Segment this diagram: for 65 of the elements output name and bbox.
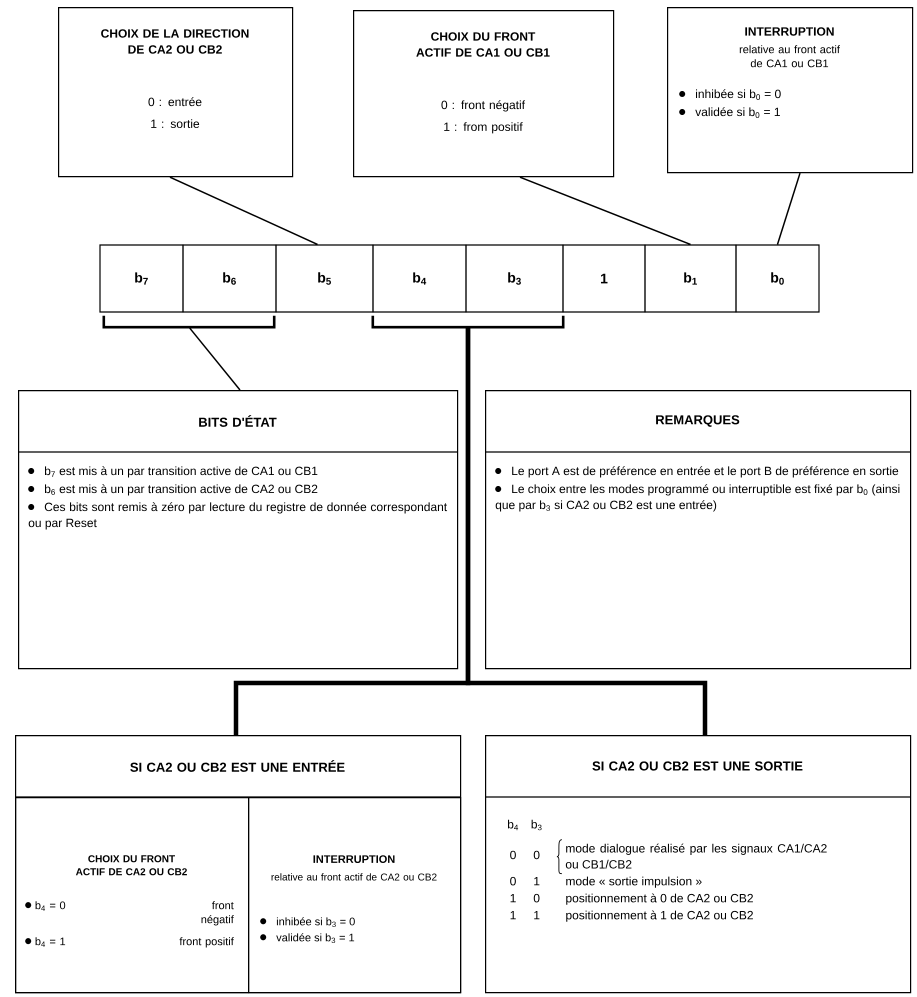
column-header: b$_{3}$ — [532, 820, 542, 830]
box-heading: CHOIX DU FRONT ACTIF DE CA2 OU CB2 — [76, 855, 187, 876]
table-cell: mode « sortie impulsion » — [566, 876, 702, 888]
register-cell: b$_{4}$ — [372, 244, 467, 313]
table-cell: 0 — [510, 876, 516, 886]
connector-line — [776, 172, 801, 245]
register-cell: b$_{6}$ — [182, 244, 277, 313]
bullet-item: validée si b$_{3}$ = 1 — [260, 933, 354, 944]
bullet-item: b$_{4}$ = 1 — [25, 937, 66, 947]
box-subtitle: relative au front actif de CA2 ou CB2 — [272, 873, 437, 881]
bullet-item: inhibée si b$_{0}$ = 0 — [679, 89, 781, 100]
register-cell: b$_{7}$ — [99, 244, 184, 313]
section-box — [18, 390, 458, 670]
bullet-item: b$_{4}$ = 0 — [25, 901, 66, 911]
bullet-item: validée si b$_{0}$ = 1 — [679, 107, 780, 118]
bullet-item: b$_{7}$ est mis à un par transition active de CA1 ou CB1 — [28, 466, 318, 478]
bullet-item: inhibée si b$_{3}$ = 0 — [260, 917, 355, 928]
box-heading: CHOIX DE LA DIRECTION DE CA2 OU CB2 — [101, 29, 249, 54]
table-cell: 0 — [534, 894, 540, 902]
table-cell: 0 — [510, 850, 516, 860]
section-box — [15, 735, 462, 994]
register-cell: 1 — [562, 244, 646, 313]
info-box — [15, 797, 250, 994]
info-box — [353, 10, 614, 178]
table-cell: 1 — [534, 877, 540, 886]
section-heading: SI CA2 OU CB2 EST UNE ENTRÉE — [130, 760, 345, 772]
option-text: 0 : entrée — [148, 97, 202, 106]
connector-line — [520, 176, 691, 246]
box-heading: CHOIX DU FRONT ACTIF DE CA1 OU CB1 — [416, 32, 550, 57]
section-box — [485, 390, 912, 670]
bullet-item: Ces bits sont remis à zéro par lecture du registre de donnée correspondant ou par Reset — [28, 502, 448, 530]
register-cell: b$_{1}$ — [644, 244, 737, 313]
connector-line — [170, 176, 318, 246]
register-cell: b$_{3}$ — [465, 244, 564, 313]
table-cell: 1 — [510, 894, 516, 902]
table-cell: 1 — [534, 911, 540, 920]
bullet-item: b$_{6}$ est mis à un par transition active de CA2 ou CB2 — [28, 484, 318, 496]
option-text: front positif — [180, 937, 234, 948]
table-cell: positionnement à 0 de CA2 ou CB2 — [566, 893, 753, 905]
box-subtitle: relative au front actif de CA1 ou CB1 — [740, 45, 840, 68]
section-heading: BITS D'ÉTAT — [199, 415, 277, 427]
bracket — [372, 316, 564, 328]
info-box — [58, 7, 294, 178]
connector-line — [466, 327, 708, 735]
section-heading: SI CA2 OU CB2 EST UNE SORTIE — [592, 761, 802, 771]
option-text: 0 : front négatif — [441, 100, 526, 112]
connector-line — [188, 326, 241, 390]
box-heading: INTERRUPTION — [745, 27, 834, 36]
table-cell: positionnement à 1 de CA2 ou CB2 — [566, 910, 753, 922]
info-box — [667, 7, 914, 174]
option-text: front négatif — [202, 901, 234, 926]
box-heading: INTERRUPTION — [313, 855, 394, 863]
info-box — [248, 797, 462, 994]
table-cell: 1 — [510, 911, 516, 920]
register-cell: b$_{0}$ — [735, 244, 820, 313]
section-box — [485, 735, 912, 994]
option-text: 1 : from positif — [444, 122, 523, 134]
table-cell: 0 — [534, 850, 540, 860]
bullet-item: Le choix entre les modes programmé ou interruptible est fixé par b$_{0}$ (ainsi que par b$_{3}$ si CA2 ou CB2 est une entrée) — [495, 484, 900, 512]
bracket — [102, 316, 276, 328]
column-header: b$_{4}$ — [508, 820, 518, 830]
section-heading: REMARQUES — [656, 415, 740, 427]
option-text: 1 : sortie — [151, 119, 200, 128]
bullet-item: Le port A est de préférence en entrée et le port B de préférence en sortie — [495, 466, 898, 478]
register-cell: b$_{5}$ — [275, 244, 374, 313]
